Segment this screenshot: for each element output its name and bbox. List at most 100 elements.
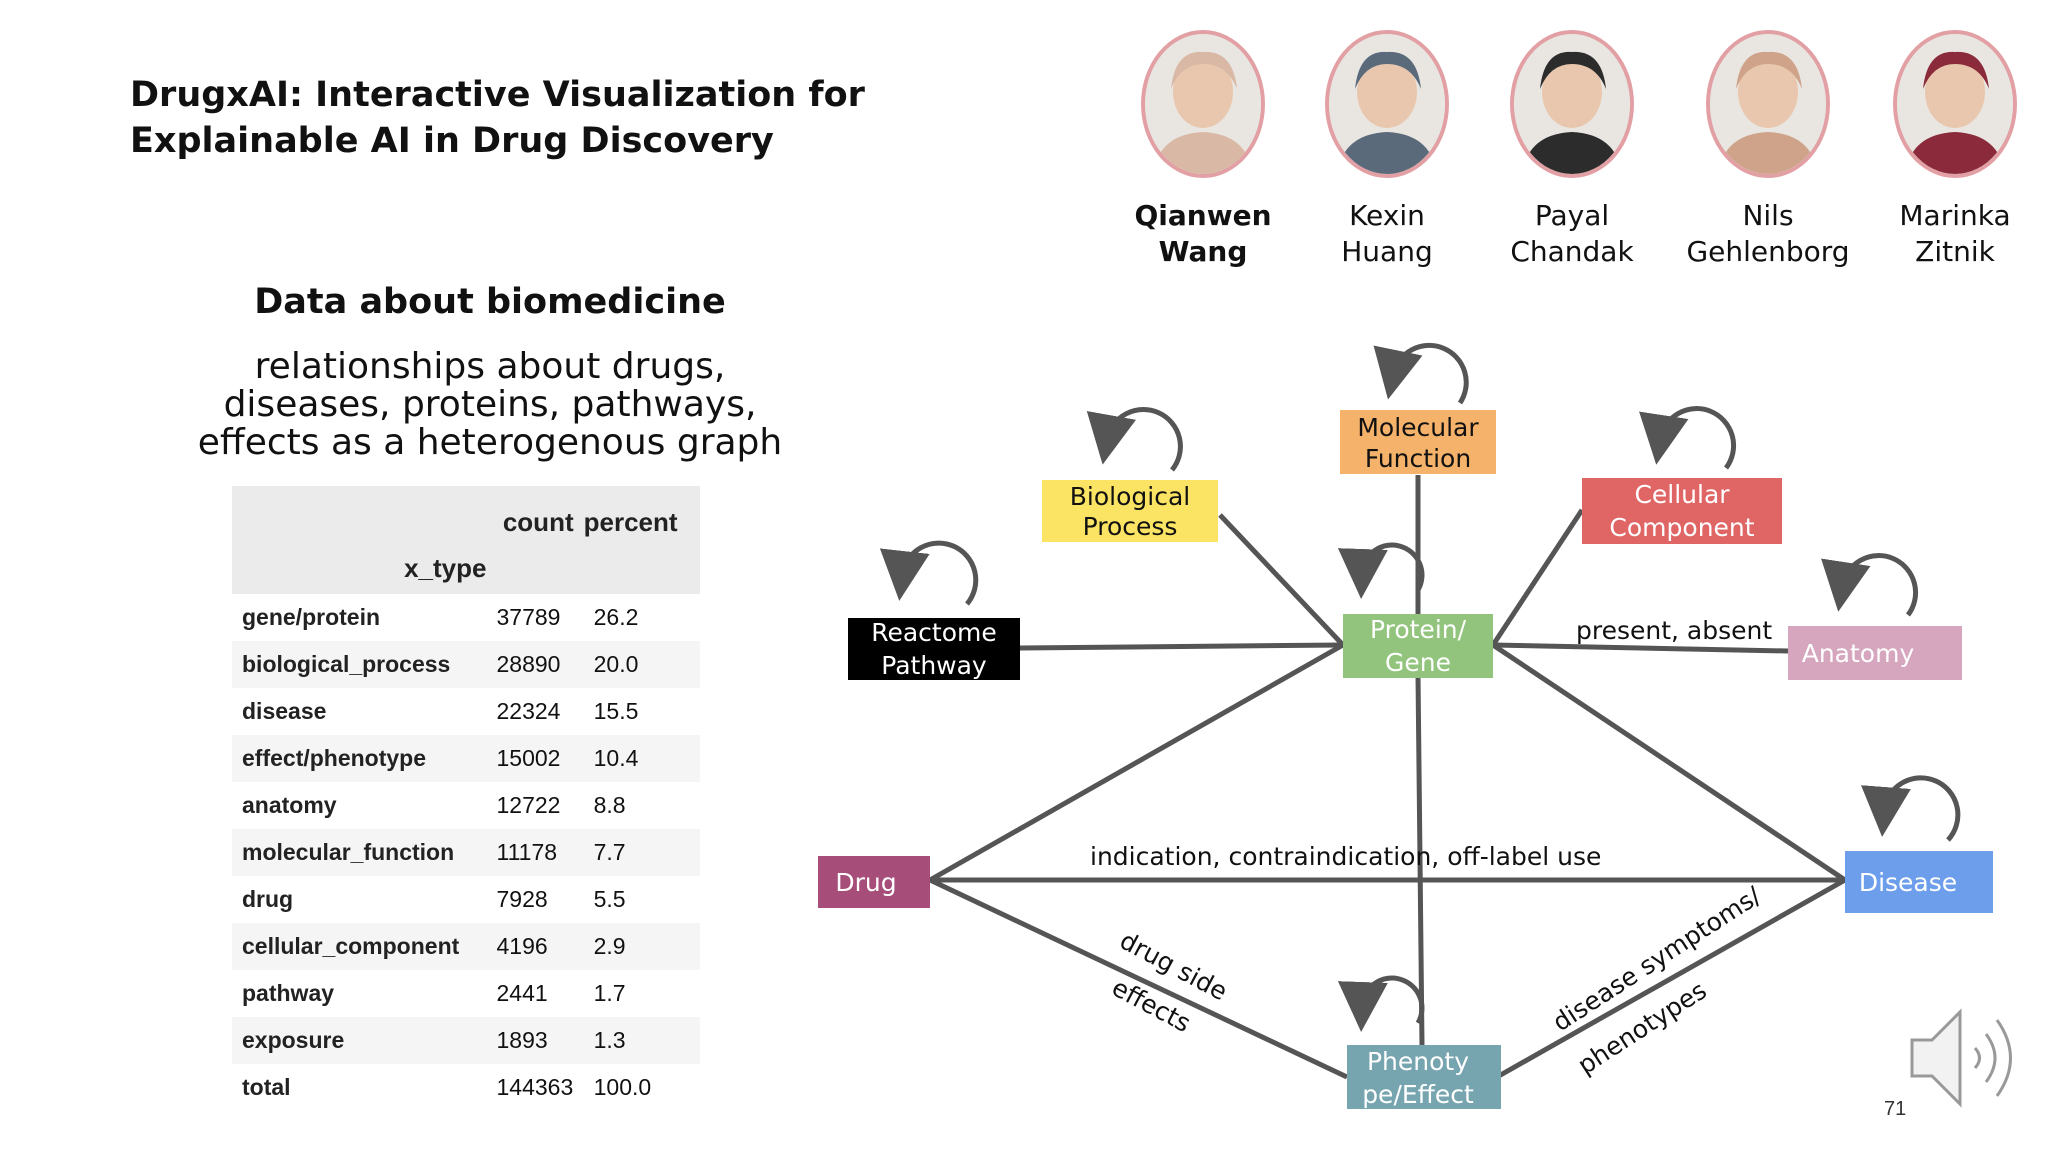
row-label: disease [242, 698, 327, 724]
node-label: Component [1609, 513, 1754, 542]
description-line-2: diseases, proteins, pathways, [223, 384, 757, 425]
edge-cellcomp-protein [1490, 508, 1585, 647]
node-box [818, 856, 930, 908]
edge-protein-anatomy [1492, 642, 1789, 654]
node-box [1582, 478, 1782, 544]
edge-label-indication: indication, contraindication, off-label … [1090, 842, 1601, 871]
node-label: Gene [1385, 648, 1451, 677]
node-molecular-function: Molecular Function [1340, 410, 1496, 474]
slide-title: DrugxAI: Interactive Visualization for E… [130, 72, 890, 164]
table-row: gene/protein 37789 26.2 [232, 594, 700, 641]
edge-protein-disease [1491, 642, 1847, 883]
node-box [1343, 614, 1493, 678]
row-percent: 1.3 [593, 1027, 626, 1053]
edge-bioprocess-protein [1218, 513, 1345, 647]
node-box [1845, 851, 1993, 913]
row-percent: 1.7 [593, 980, 626, 1006]
node-phenotype-effect: Phenoty pe/Effect [1347, 1045, 1501, 1109]
self-loop-disease [1861, 775, 1961, 842]
author-first-name: Qianwen [1134, 199, 1272, 232]
node-reactome-pathway: Reactome Pathway [848, 618, 1020, 680]
row-count: 15002 [496, 745, 561, 771]
edge-pathway-protein [1019, 642, 1344, 651]
speaker-icon[interactable] [1910, 1008, 2012, 1108]
node-protein-gene: Protein/ Gene [1343, 614, 1493, 678]
row-label: anatomy [242, 792, 337, 818]
row-count: 1893 [496, 1027, 548, 1053]
table-index-row: x_type [232, 542, 700, 594]
avatar [1706, 30, 1830, 178]
row-count: 37789 [496, 604, 561, 630]
edge-disease-phenotype [1495, 877, 1847, 1080]
page-number: 71 [1884, 1098, 1907, 1120]
table-header-row: count percent [232, 486, 700, 542]
title-line-2: Explainable AI in Drug Discovery [130, 121, 774, 161]
node-drug: Drug [818, 856, 930, 908]
node-label: Cellular [1634, 480, 1730, 509]
node-box [1042, 480, 1218, 542]
avatar [1510, 30, 1634, 178]
title-line-1: DrugxAI: Interactive Visualization for [130, 75, 865, 115]
row-label: total [242, 1074, 291, 1100]
row-label: molecular_function [242, 839, 455, 865]
author-first-name: Nils [1742, 199, 1794, 232]
row-percent: 5.5 [593, 886, 626, 912]
row-label: exposure [242, 1027, 345, 1053]
self-loop-reactome-pathway [879, 540, 979, 606]
node-label: Phenoty [1367, 1047, 1469, 1076]
index-name: x_type [404, 552, 487, 583]
row-label: drug [242, 886, 294, 912]
graph-edges [928, 475, 1847, 1080]
node-label: Disease [1859, 868, 1957, 897]
author-first-name: Marinka [1899, 199, 2011, 232]
section-heading: Data about biomedicine [254, 282, 726, 322]
row-count: 2441 [496, 980, 548, 1006]
row-count: 11178 [496, 839, 558, 865]
node-label: Process [1083, 512, 1178, 541]
column-header-count: count [502, 507, 574, 537]
self-loop-cellular-component [1639, 406, 1737, 470]
row-count: 144363 [496, 1074, 574, 1100]
node-label: Function [1365, 444, 1471, 473]
self-loops [879, 342, 1961, 1032]
self-loop-anatomy [1821, 553, 1919, 617]
author-last-name: Wang [1158, 235, 1248, 268]
node-label: Protein/ [1370, 615, 1467, 644]
row-label: gene/protein [242, 604, 381, 630]
node-box [848, 618, 1020, 680]
node-box [1347, 1045, 1501, 1109]
node-label: Reactome [871, 618, 997, 647]
avatar [1141, 30, 1265, 178]
author-last-name: Gehlenborg [1686, 235, 1850, 268]
node-label: Anatomy [1802, 639, 1915, 668]
self-loop-phenotype [1337, 975, 1425, 1032]
row-percent: 2.9 [593, 933, 626, 959]
node-label: pe/Effect [1362, 1080, 1474, 1109]
row-label: biological_process [242, 651, 451, 677]
self-loop-molecular-function [1373, 342, 1469, 405]
author-first-name: Payal [1534, 199, 1610, 232]
node-biological-process: Biological Process [1042, 480, 1218, 542]
table-row: exposure 1893 1.3 [232, 1017, 700, 1064]
node-type-table: count percent x_type gene/protein 37789 26… [232, 486, 700, 1111]
node-label: Biological [1070, 482, 1190, 511]
row-percent: 26.2 [593, 604, 639, 630]
author-last-name: Huang [1341, 235, 1433, 268]
description-line-3: effects as a heterogenous graph [197, 422, 783, 463]
